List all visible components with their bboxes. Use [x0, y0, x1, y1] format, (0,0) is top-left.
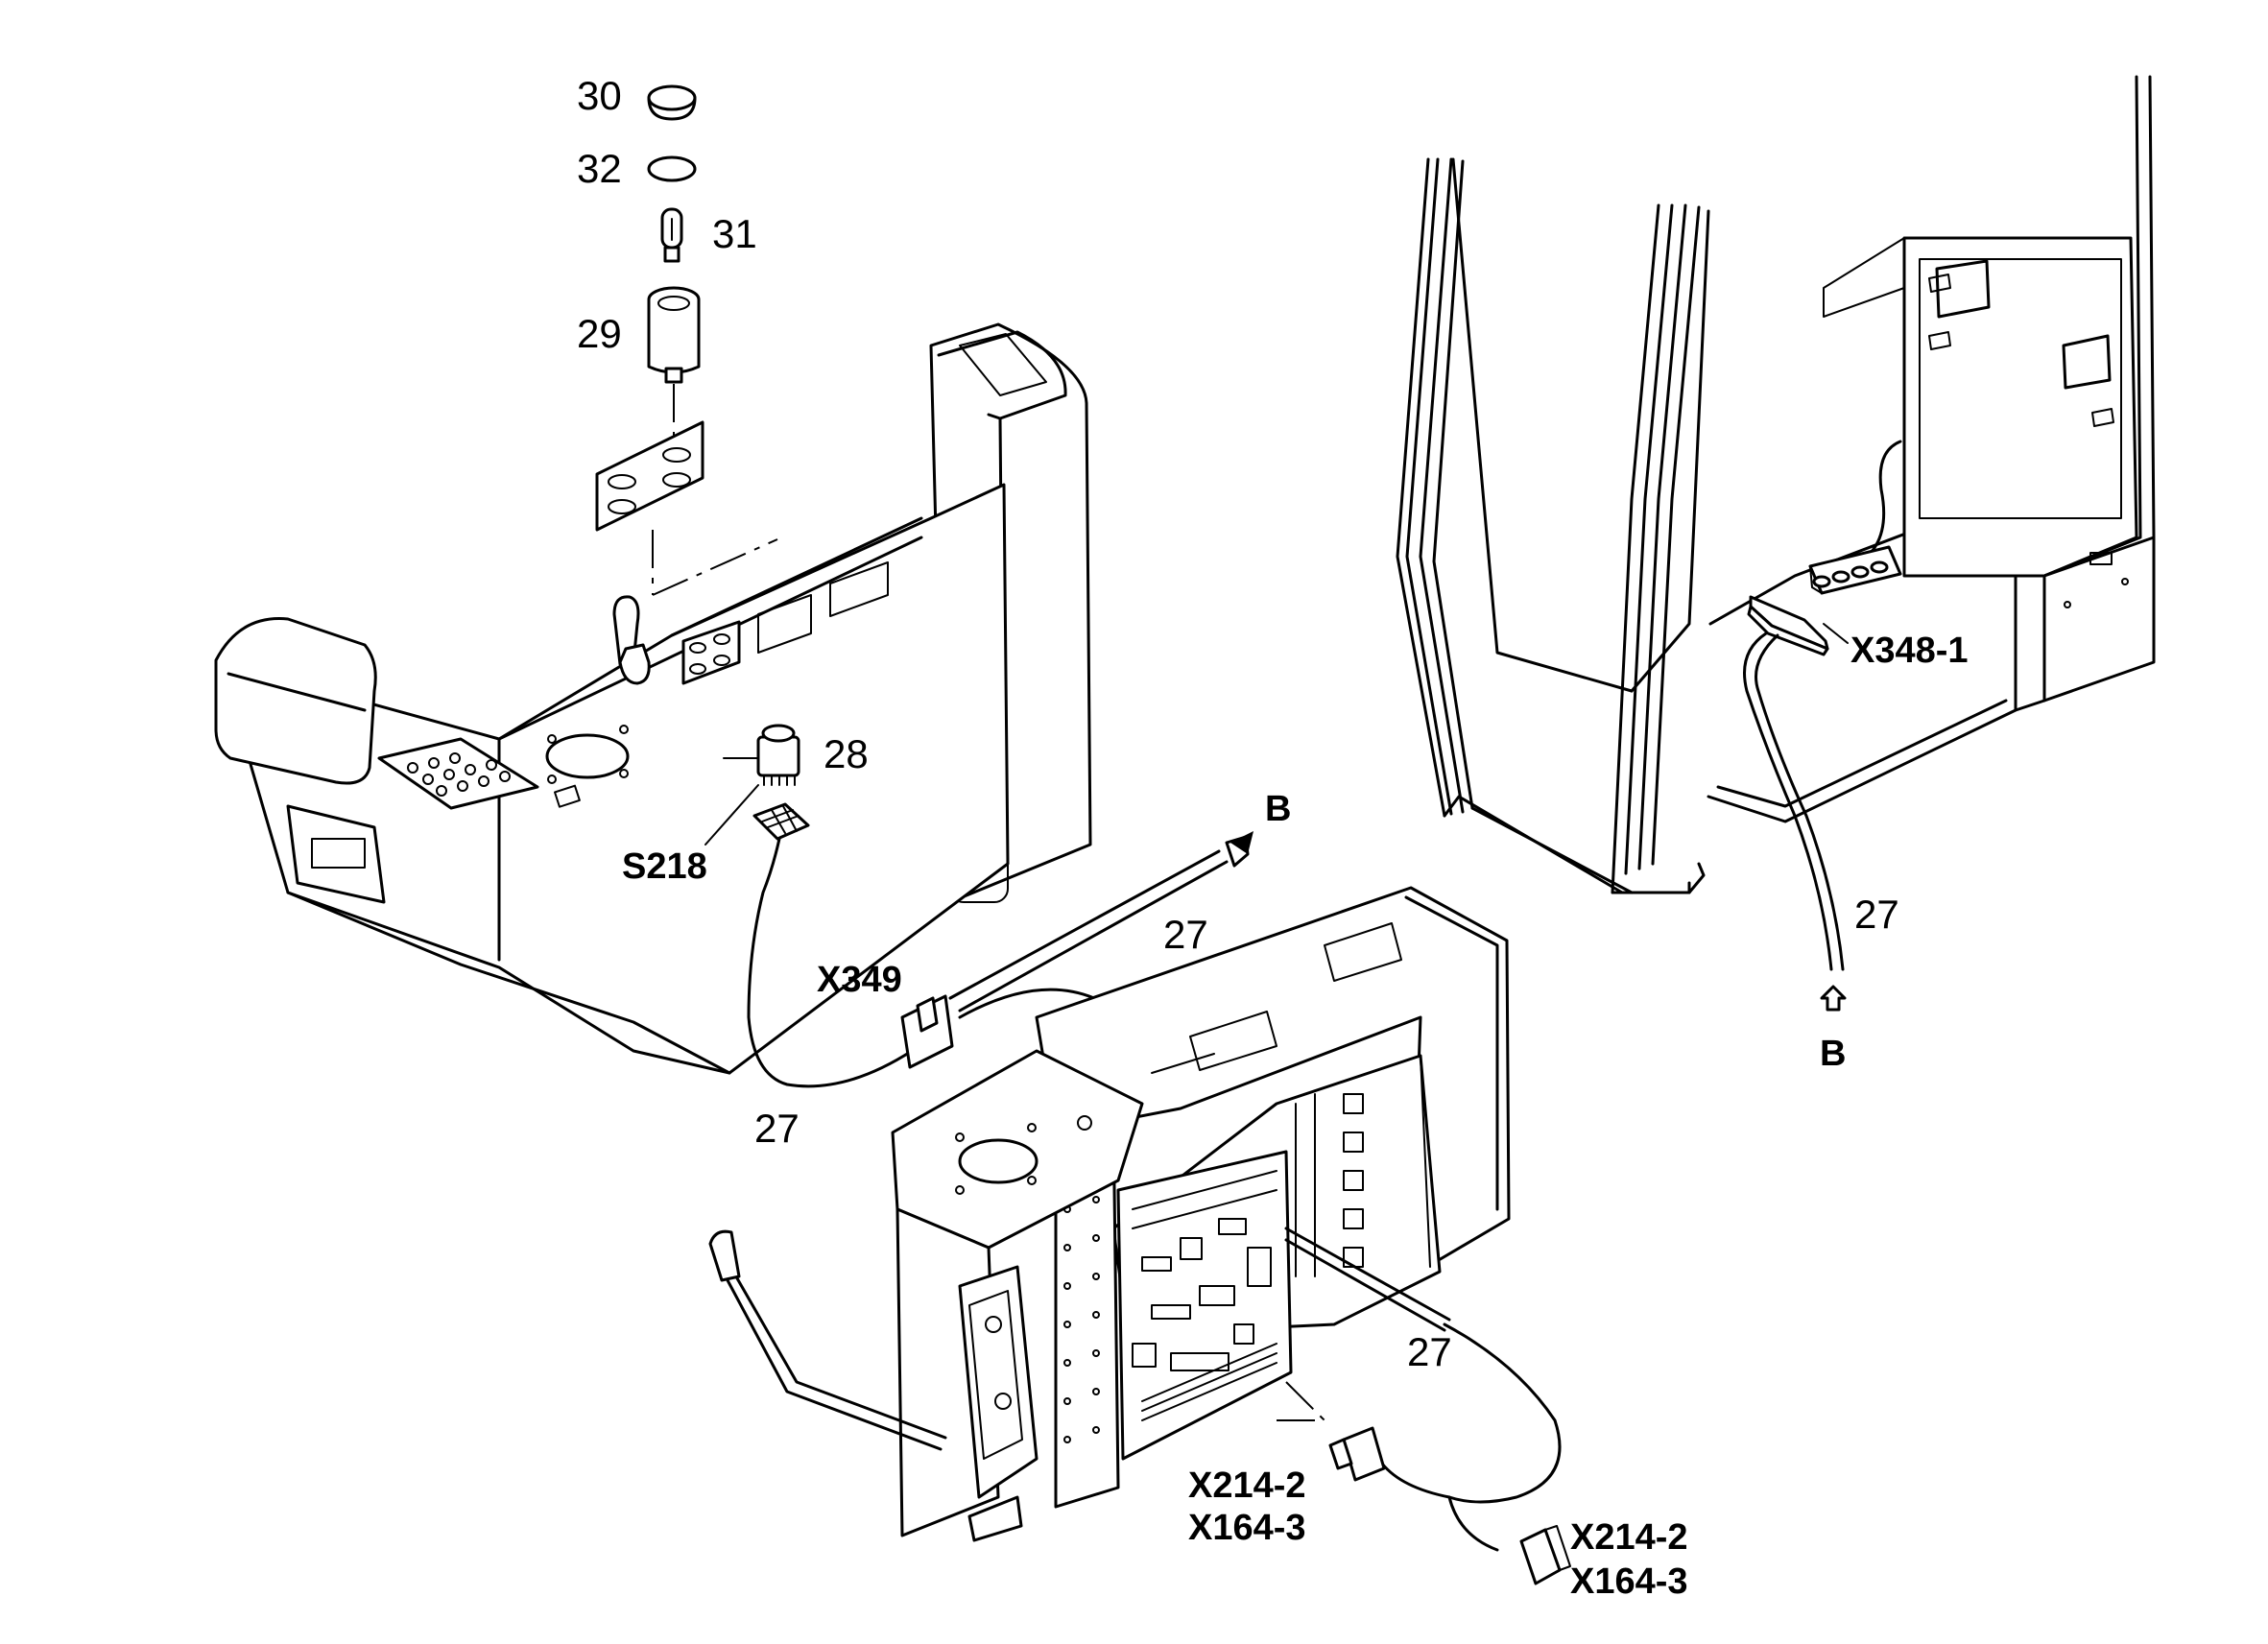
leader-lines — [723, 623, 1849, 759]
frame-tabs — [1343, 1093, 1364, 1268]
arrow-to-b-top — [1230, 831, 1253, 854]
label-b-bottom: B — [1820, 1034, 1846, 1074]
grille-holes — [407, 752, 511, 797]
part-32-ring — [647, 155, 697, 182]
label-28: 28 — [824, 731, 869, 776]
part-28-switch — [756, 724, 800, 786]
label-27-box: 27 — [1407, 1329, 1452, 1374]
part-30-cap — [647, 84, 697, 121]
x349-connector — [900, 994, 954, 1069]
label-27-left-cable: 27 — [1163, 912, 1208, 957]
cable-27-right — [1277, 1227, 1562, 1552]
label-x348-1: X348-1 — [1850, 631, 1969, 671]
label-30: 30 — [577, 73, 622, 118]
x348-1-pins — [1812, 560, 1889, 588]
switch-plate — [595, 420, 778, 596]
label-x164-3-a: X164-3 — [1188, 1508, 1306, 1548]
s218-connector — [704, 784, 810, 846]
label-31: 31 — [712, 211, 757, 256]
label-x349: X349 — [817, 960, 902, 1000]
part-31-bulb — [660, 207, 683, 263]
label-29: 29 — [577, 311, 622, 356]
label-b-top: B — [1265, 789, 1291, 829]
label-32: 32 — [577, 146, 622, 191]
label-x164-3-b: X164-3 — [1570, 1561, 1688, 1602]
x348-1-connector — [1808, 545, 1902, 595]
part-29-socket — [647, 286, 701, 441]
armrest-console — [214, 322, 1092, 1075]
label-x214-2-b: X214-2 — [1570, 1517, 1688, 1558]
control-box — [708, 886, 1511, 1542]
label-s218: S218 — [622, 846, 707, 887]
label-27-cab: 27 — [1854, 892, 1899, 937]
cab-frame — [1396, 75, 2156, 894]
circuit-components — [1132, 1170, 1277, 1421]
x214-2-connector-a — [1328, 1426, 1386, 1482]
x214-2-connector-b — [1519, 1525, 1571, 1585]
cable-27-cab — [1743, 631, 1847, 1012]
mating-connector — [1747, 595, 1829, 656]
label-x214-2-a: X214-2 — [1188, 1465, 1306, 1506]
label-27-left-lower: 27 — [754, 1106, 800, 1151]
